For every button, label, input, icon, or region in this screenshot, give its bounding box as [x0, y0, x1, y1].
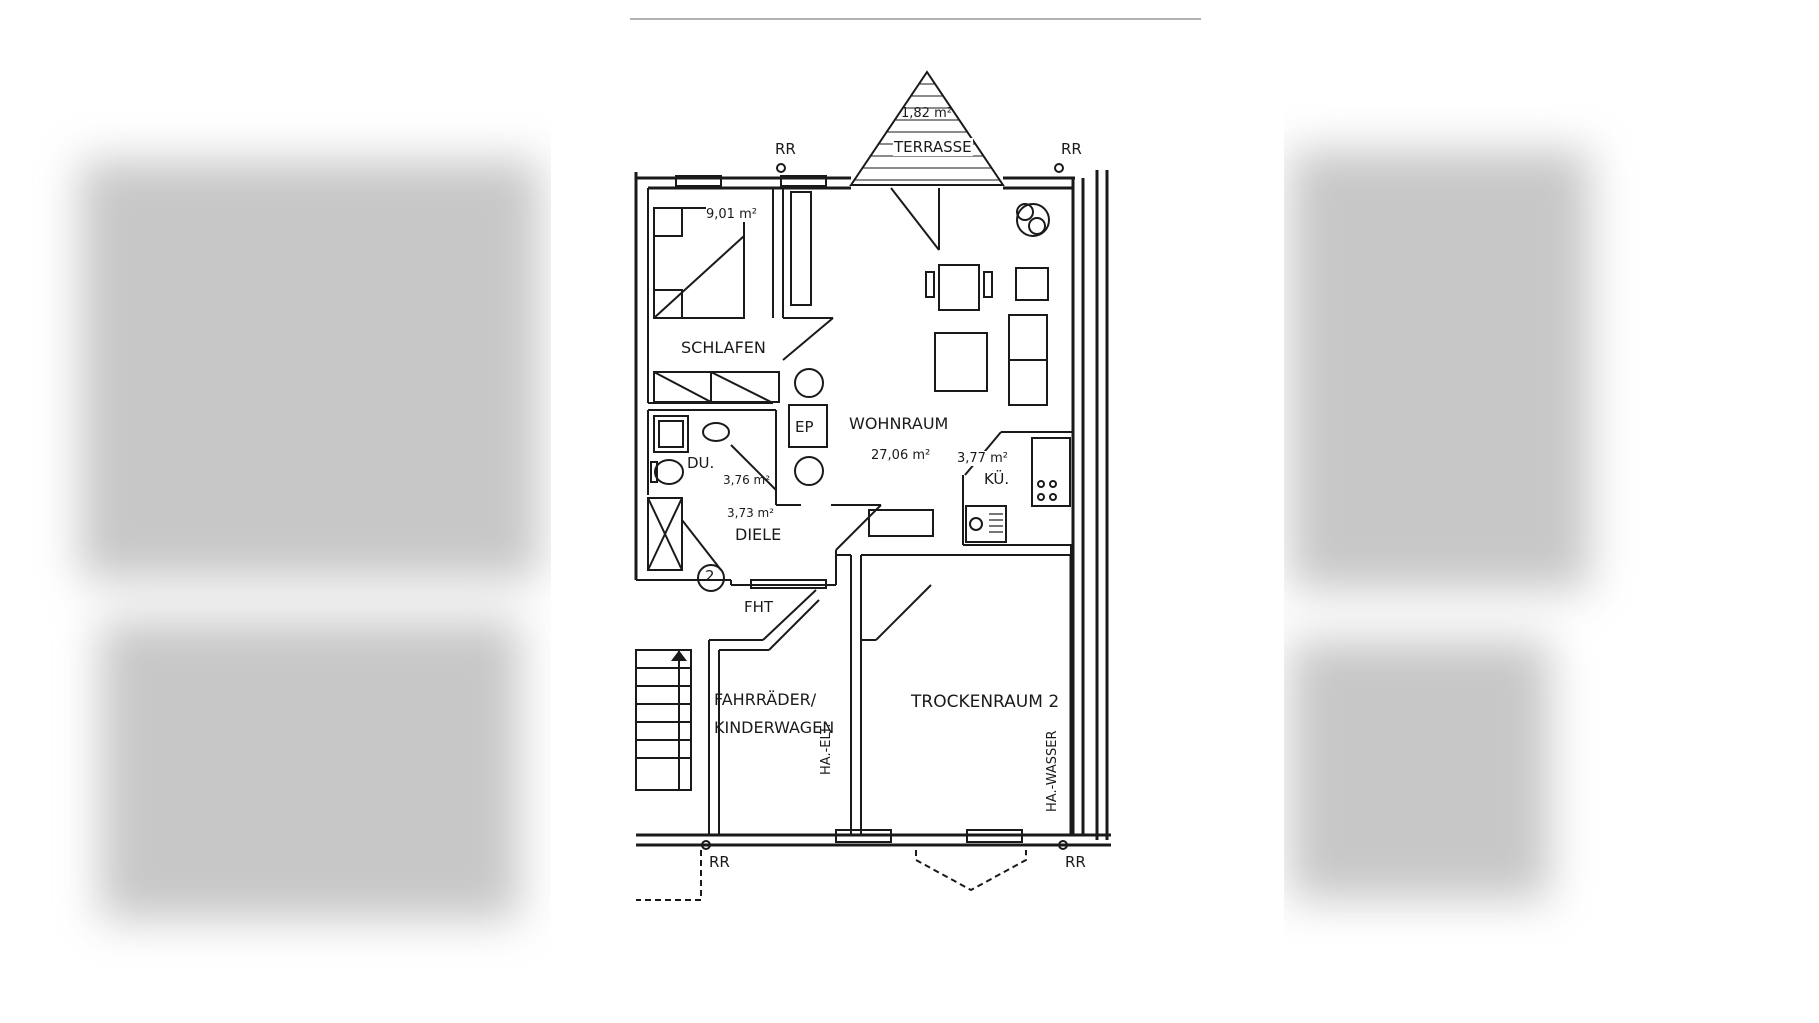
kueche-area: 3,77 m²	[957, 451, 1008, 466]
room-diele	[636, 490, 882, 592]
schlafen-area: 9,01 m²	[706, 207, 757, 222]
room-kueche	[962, 437, 1073, 546]
blurred-background-left	[60, 0, 580, 1023]
fahrraeder-label-1: FAHRRÄDER/	[714, 690, 817, 709]
windows	[675, 175, 1023, 843]
outer-walls	[634, 170, 1111, 847]
terrasse-label: TERRASSE	[893, 138, 973, 156]
schlafen-label: SCHLAFEN	[681, 338, 766, 357]
rr-label-top-right: RR	[1061, 140, 1082, 158]
kueche-label: KÜ.	[984, 470, 1010, 488]
rr-label-bottom-left: RR	[709, 853, 730, 871]
fahrraeder-label-2: KINDERWAGEN	[714, 718, 835, 737]
ha-wasser-label: HA.-WASSER	[1045, 730, 1060, 812]
dusche-label: DU.	[687, 454, 715, 472]
room-dusche	[647, 409, 777, 571]
wohnraum-area: 27,06 m²	[871, 448, 931, 463]
terrasse: ​	[849, 70, 1005, 186]
floor-plan-panel: ​	[551, 0, 1284, 1023]
dusche-area: 3,76 m²	[723, 473, 771, 487]
basement-rooms	[635, 545, 1072, 901]
room-wohnraum	[782, 187, 1073, 537]
rr-markers	[701, 163, 1068, 850]
diele-area: 3,73 m²	[727, 506, 775, 520]
fht-label: FHT	[744, 598, 774, 616]
rr-label-bottom-right: RR	[1065, 853, 1086, 871]
ha-elt-label: HA.-ELT.	[819, 723, 834, 775]
terrasse-area: 1,82 m²	[901, 106, 952, 121]
ep-label: EP	[795, 418, 814, 436]
floor-plan: ​	[630, 18, 1201, 901]
trockenraum-label: TROCKENRAUM 2	[911, 692, 1060, 712]
room-schlafen	[647, 188, 780, 404]
blurred-background-right	[1280, 0, 1750, 1023]
wohnraum-label: WOHNRAUM	[849, 414, 949, 433]
stair-number: 2	[705, 567, 715, 585]
diele-label: DIELE	[735, 525, 782, 544]
rr-label-top-left: RR	[775, 140, 796, 158]
